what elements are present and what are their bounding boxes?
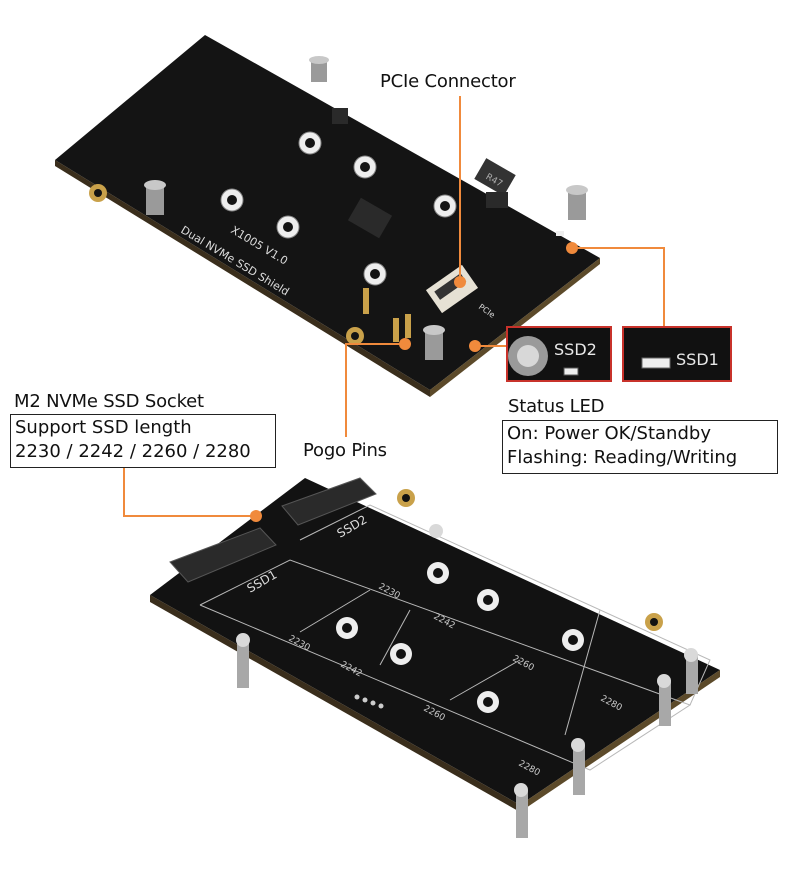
ssd1-inset-label: SSD1 <box>676 350 719 369</box>
pcie-connector-label: PCIe Connector <box>380 71 516 92</box>
led-inset-ssd2: SSD2 <box>506 326 612 382</box>
status-led-flashing-text: Flashing: Reading/Writing <box>507 447 738 468</box>
callout-dots <box>250 242 578 522</box>
m2-socket-box: Support SSD length 2230 / 2242 / 2260 / … <box>10 414 276 468</box>
led-inset-ssd1: SSD1 <box>622 326 732 382</box>
status-led-title: Status LED <box>508 396 605 417</box>
ssd1-inset-graphic <box>641 357 671 369</box>
bottom-pcb-board: SSD2 SSD1 2230 2242 2260 2280 2230 2242 … <box>150 477 720 838</box>
ssd2-inset-label: SSD2 <box>554 340 597 359</box>
m2-lengths-text: 2230 / 2242 / 2260 / 2280 <box>15 441 251 462</box>
callout-lines <box>123 96 665 517</box>
pogo-pins-label: Pogo Pins <box>303 440 387 461</box>
m2-socket-title: M2 NVMe SSD Socket <box>14 391 204 412</box>
ssd2-inset-graphic <box>508 336 579 376</box>
status-led-on-text: On: Power OK/Standby <box>507 423 711 444</box>
m2-support-text: Support SSD length <box>15 417 192 438</box>
status-led-box: On: Power OK/Standby Flashing: Reading/W… <box>502 420 778 474</box>
